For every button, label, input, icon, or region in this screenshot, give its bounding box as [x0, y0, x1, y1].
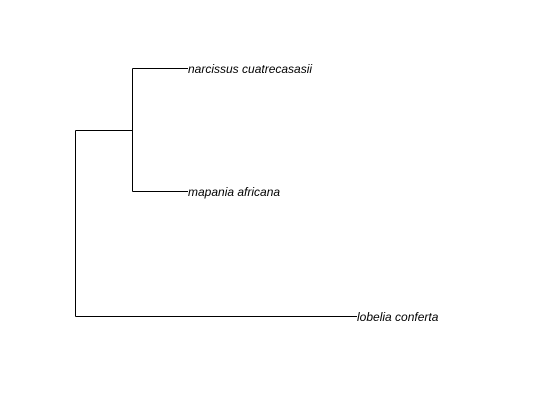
- tip-label-mapania: mapania africana: [188, 185, 280, 199]
- tip-label-lobelia: lobelia conferta: [357, 310, 439, 324]
- tip-label-narcissus: narcissus cuatrecasasii: [188, 62, 312, 76]
